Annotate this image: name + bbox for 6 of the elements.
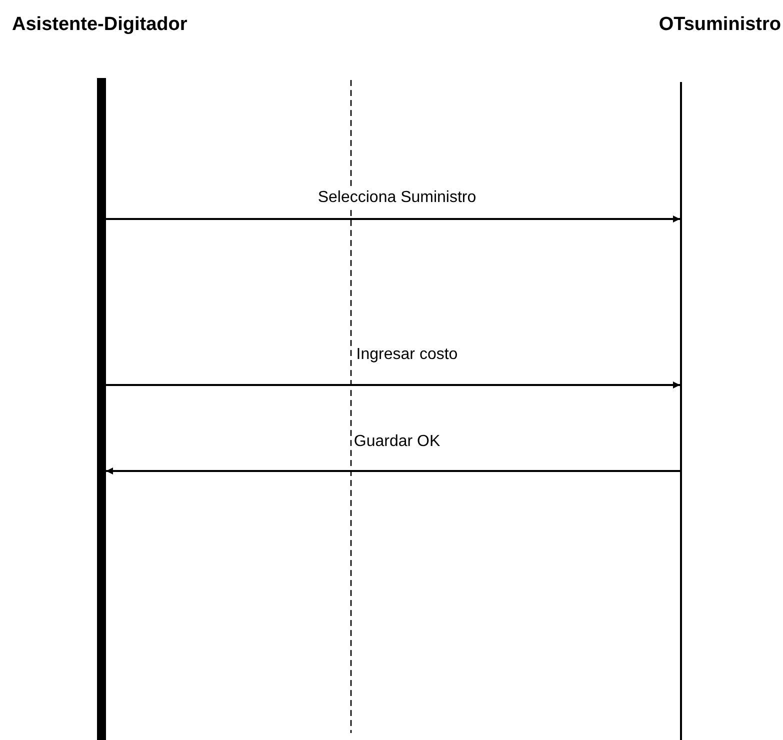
lifeline-heading: OTsuministro (658, 14, 781, 36)
lifeline-heading: Asistente-Digitador (12, 14, 188, 36)
message-arrow (106, 216, 680, 222)
message-arrow (106, 382, 680, 388)
edge-label: Selecciona Suministro (316, 189, 478, 207)
message-arrow (106, 468, 680, 474)
